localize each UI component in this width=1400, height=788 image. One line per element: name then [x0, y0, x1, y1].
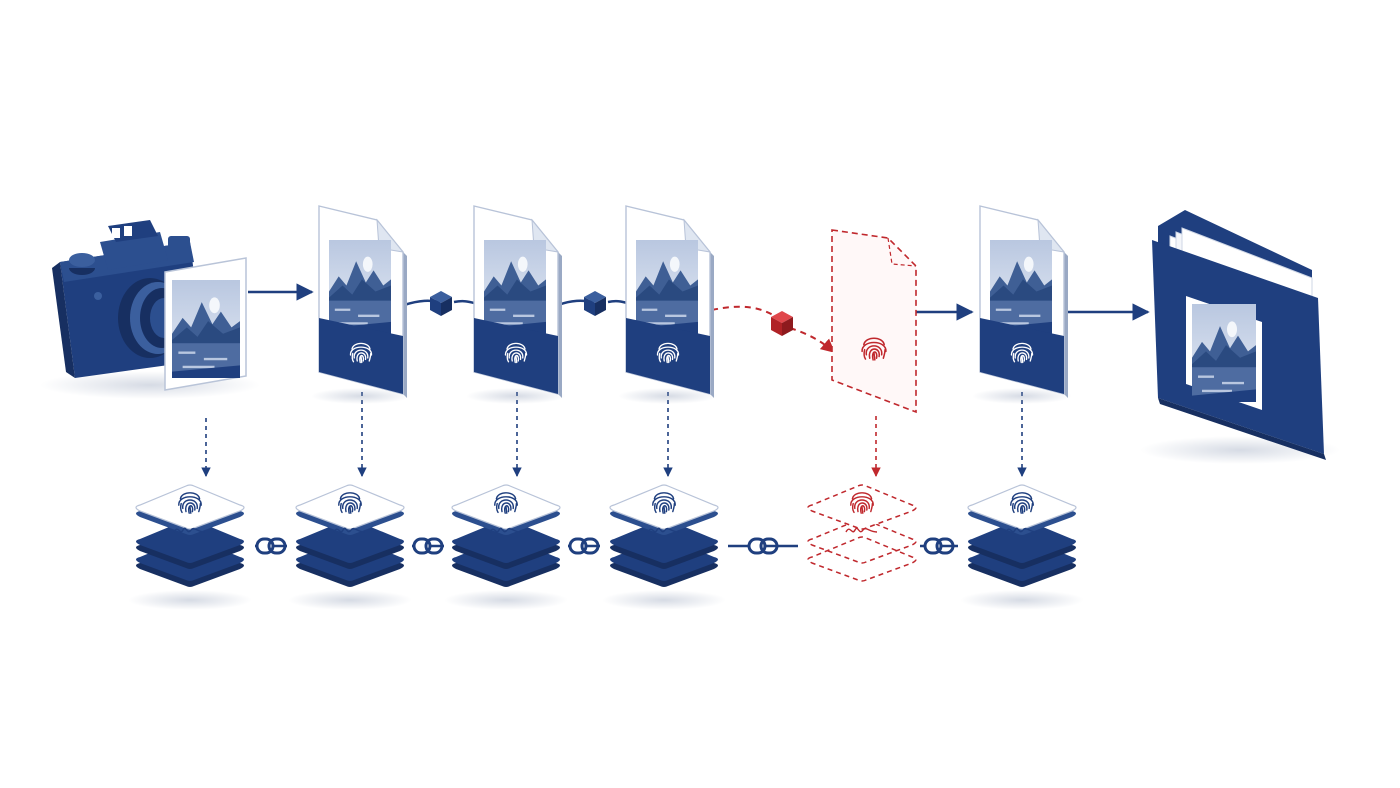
ledger-block — [444, 484, 568, 610]
transform-cube — [584, 291, 606, 316]
ledger-block — [602, 484, 726, 610]
photo-thumbnail — [329, 240, 391, 334]
ledger-block — [960, 484, 1084, 610]
document-node — [311, 205, 411, 404]
chain-link-icon — [412, 537, 444, 555]
signature-icon — [1005, 527, 1038, 533]
signature-icon — [333, 527, 366, 533]
signature-icon — [489, 527, 522, 533]
document-node — [618, 205, 718, 404]
chain-link-icon — [568, 537, 600, 555]
chain-link-icon — [920, 537, 958, 555]
ledger-chain — [128, 484, 1084, 610]
tampered-transform-cube — [771, 311, 793, 336]
signature-icon — [845, 527, 878, 533]
tampered-connector — [711, 305, 779, 319]
chain-link-icon — [255, 537, 287, 555]
signature-icon — [647, 527, 680, 533]
source-photo — [164, 257, 247, 391]
ledger-block — [128, 484, 252, 610]
photo-thumbnail — [990, 240, 1052, 334]
tampered-arrow — [789, 327, 836, 353]
photo-thumbnail — [484, 240, 546, 334]
signature-icon — [173, 527, 206, 533]
tampered-ledger-block — [807, 484, 917, 582]
ledger-drop-lines — [201, 392, 1027, 477]
pipeline-documents — [311, 205, 1072, 414]
document-node — [972, 205, 1072, 404]
folder-icon — [1140, 210, 1340, 464]
chain-link-icon — [728, 537, 798, 555]
photo-thumbnail — [636, 240, 698, 334]
transform-markers — [430, 291, 793, 336]
tampered-document — [831, 229, 917, 414]
ledger-block — [288, 484, 412, 610]
transform-cube — [430, 291, 452, 316]
document-node — [466, 205, 566, 404]
